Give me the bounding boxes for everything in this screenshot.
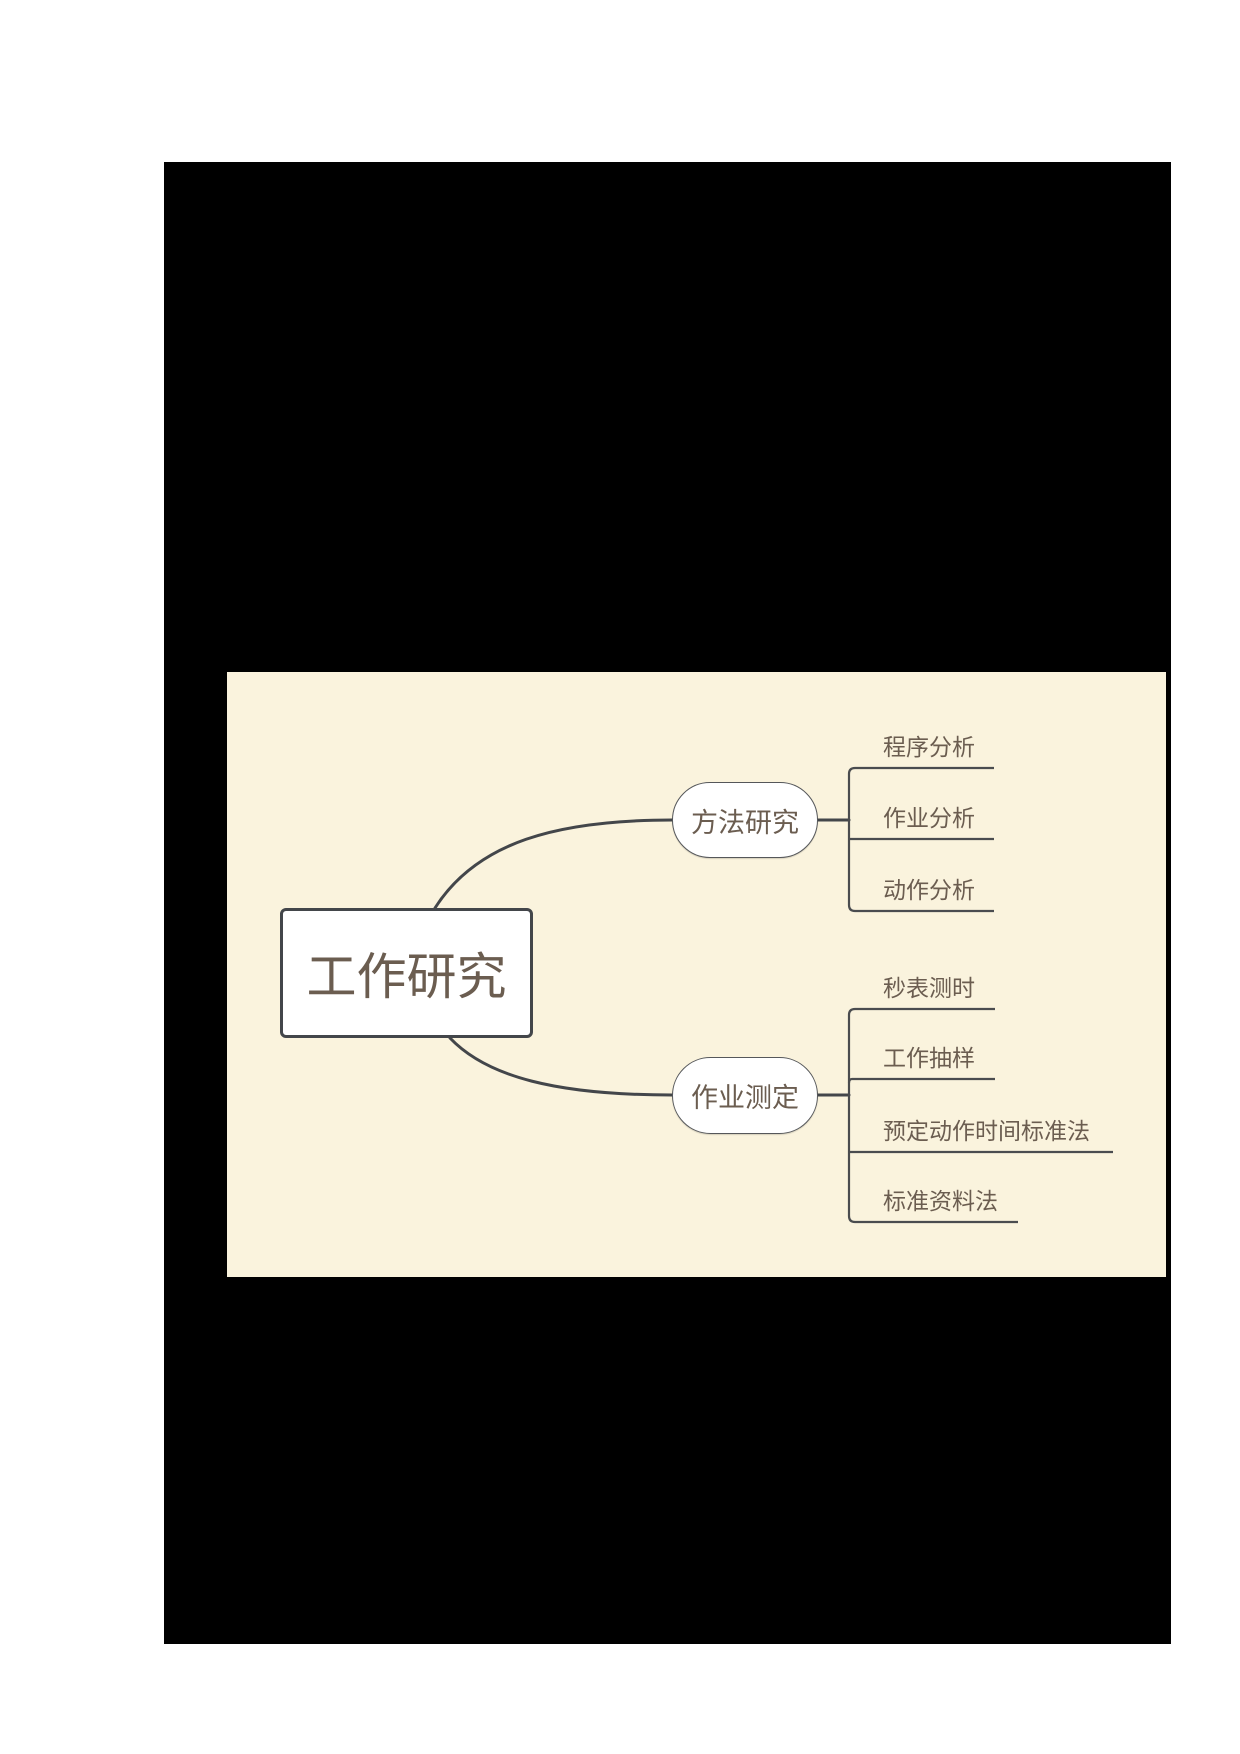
connector-root-branch1 (433, 818, 674, 910)
branch-node-method-study[interactable]: 方法研究 (672, 782, 818, 858)
branch-node-label: 作业测定 (691, 1083, 799, 1114)
mindmap-connectors (433, 766, 1113, 1224)
bracket-branch2 (847, 1007, 1018, 1224)
connector-root-branch2 (448, 1036, 674, 1097)
branch-node-work-measurement[interactable]: 作业测定 (672, 1057, 818, 1134)
leaf-node-motion-analysis[interactable]: 动作分析 (883, 878, 975, 904)
branch-node-label: 方法研究 (691, 807, 799, 839)
root-node[interactable]: 工作研究 (280, 908, 533, 1038)
root-node-label: 工作研究 (306, 948, 507, 1006)
underline-branch2-item2 (847, 1077, 995, 1084)
leaf-node-work-sampling[interactable]: 工作抽样 (883, 1046, 975, 1072)
mindmap-panel: 工作研究 方法研究 作业测定 程序分析 作业分析 动作分析 秒表测时 工作抽样 … (227, 672, 1166, 1277)
leaf-node-pts-method[interactable]: 预定动作时间标准法 (883, 1119, 1090, 1145)
leaf-node-standard-data-method[interactable]: 标准资料法 (883, 1189, 998, 1215)
leaf-node-stopwatch-timing[interactable]: 秒表测时 (883, 976, 975, 1002)
leaf-node-process-analysis[interactable]: 程序分析 (883, 735, 975, 761)
leaf-node-operation-analysis[interactable]: 作业分析 (883, 806, 975, 832)
